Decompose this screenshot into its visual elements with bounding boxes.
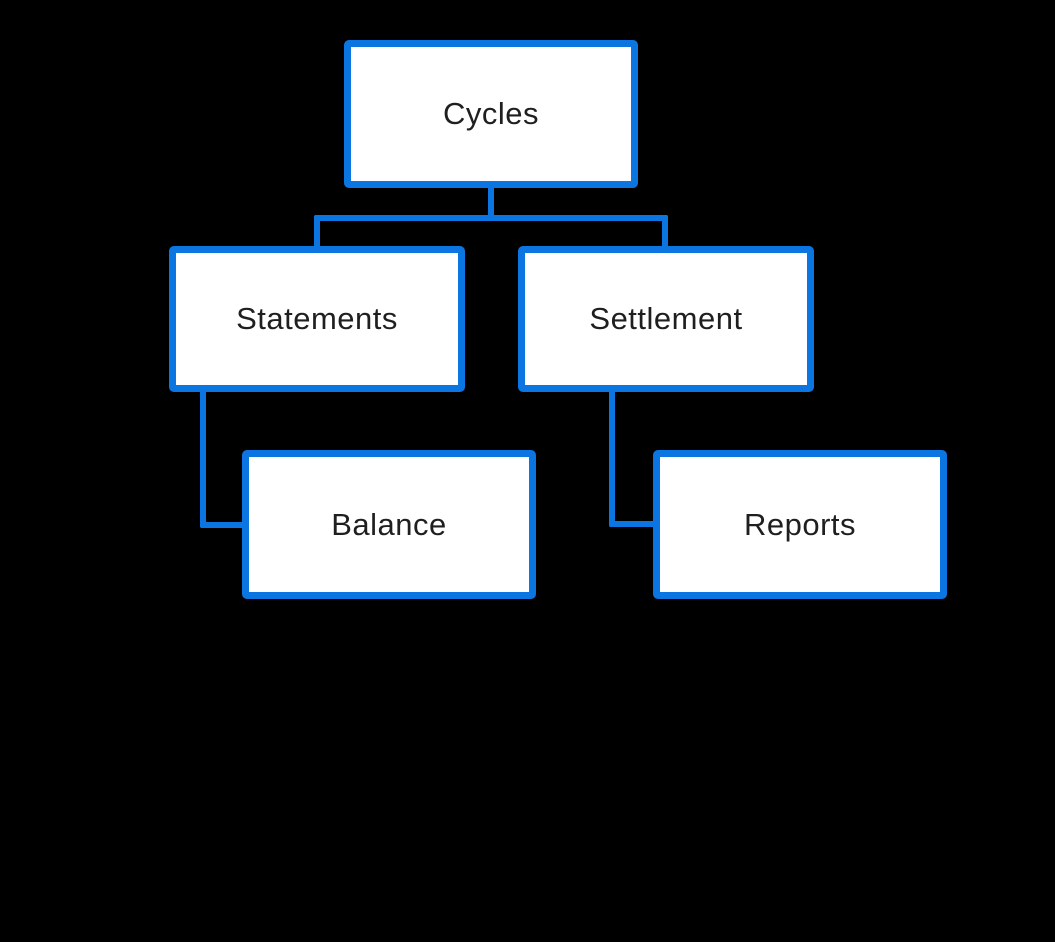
edge-settlement-to-reports-vertical [609,390,615,527]
node-settlement-label: Settlement [589,301,743,336]
node-balance: Balance [242,450,536,599]
edge-statements-to-balance-vertical [200,390,206,528]
edge-statements-to-balance-horizontal [200,522,244,528]
node-cycles-label: Cycles [442,96,539,131]
edge-cycles-stem [488,186,494,221]
node-cycles: Cycles [344,40,638,188]
node-reports: Reports [653,450,947,599]
edge-cycles-to-statements [314,215,320,248]
node-reports-label: Reports [743,506,857,542]
edge-cycles-to-settlement [662,215,668,248]
node-statements: Statements [169,246,465,392]
edge-settlement-to-reports-horizontal [609,521,655,527]
node-balance-label: Balance [331,506,447,542]
edge-cycles-branch-bar [314,215,668,221]
node-statements-label: Statements [236,301,398,336]
node-settlement: Settlement [518,246,814,392]
